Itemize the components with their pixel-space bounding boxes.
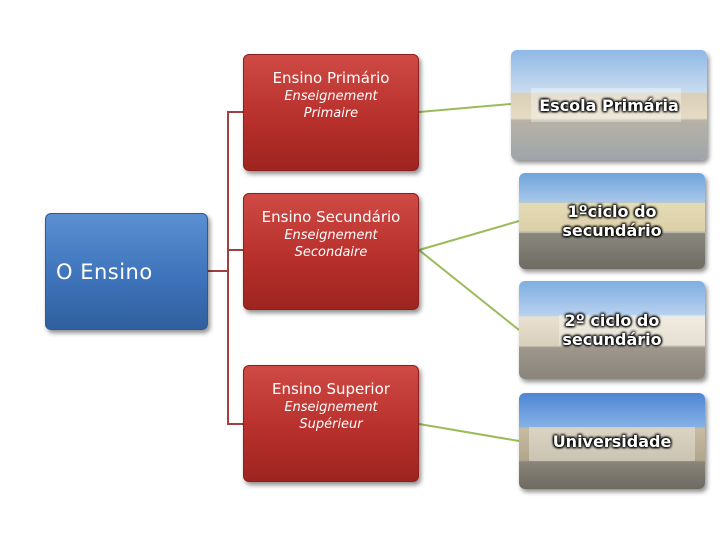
level-label-fr-line1: Enseignement <box>284 228 378 243</box>
level-label-pt: Ensino Primário <box>272 69 390 87</box>
connector-primario-escola <box>418 103 512 113</box>
school-photo-1ciclo: 1ºciclo do secundário <box>519 173 705 269</box>
school-label: Escola Primária <box>539 95 679 115</box>
school-photo-universidade: Universidade <box>519 393 705 489</box>
root-label: O Ensino <box>56 259 153 284</box>
root-node: O Ensino <box>45 213 208 330</box>
school-label: Universidade <box>552 431 672 451</box>
level-label-fr-line2: Supérieur <box>299 417 363 432</box>
level-node-superior: Ensino Superior Enseignement Supérieur <box>243 365 419 482</box>
school-label: 1ºciclo do secundário <box>562 202 662 240</box>
level-label-pt: Ensino Superior <box>272 380 390 398</box>
connector-root-superior <box>208 270 243 425</box>
connector-superior-universidade <box>418 423 520 442</box>
connector-secundario-2ciclo <box>418 249 520 331</box>
connector-root-secundario <box>208 249 243 272</box>
level-label-fr-line2: Secondaire <box>294 245 368 260</box>
level-node-secundario: Ensino Secundário Enseignement Secondair… <box>243 193 419 310</box>
school-photo-escola-primaria: Escola Primária <box>511 50 707 160</box>
level-label-fr-line1: Enseignement <box>284 400 378 415</box>
school-photo-2ciclo: 2º ciclo do secundário <box>519 281 705 379</box>
level-label-pt: Ensino Secundário <box>261 208 401 226</box>
level-label-fr-line2: Primaire <box>303 106 359 121</box>
level-label-fr-line1: Enseignement <box>284 89 378 104</box>
school-label: 2º ciclo do secundário <box>562 311 662 349</box>
connector-secundario-1ciclo <box>418 220 520 251</box>
connector-root-primario <box>208 111 243 272</box>
level-node-primario: Ensino Primário Enseignement Primaire <box>243 54 419 171</box>
